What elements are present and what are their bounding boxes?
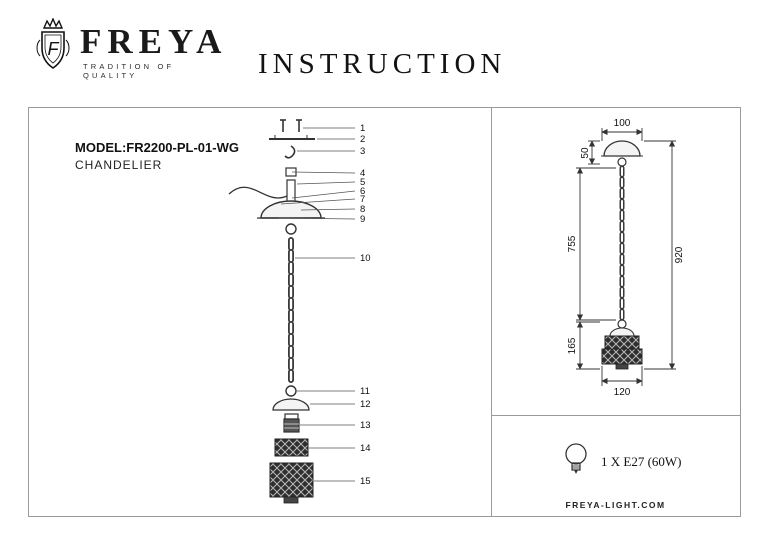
crown-icon [42,18,64,29]
power-cord [228,186,288,199]
spec-panel: 1 X E27 (60W) FREYA-LIGHT.COM [491,416,740,516]
vertical-divider [491,108,492,516]
part-hook [284,145,296,159]
callout-6: 6 [360,186,365,197]
dim-canopy-height: 50 [580,147,591,159]
dim-chain-length: 755 [567,235,578,252]
part-stem [286,179,296,203]
callout-5: 5 [360,177,365,188]
bulb-icon [565,443,587,474]
callout-14: 14 [360,443,371,454]
page-title: INSTRUCTION [258,48,507,80]
dim-total-height: 920 [674,246,685,263]
callout-13: 13 [360,420,371,431]
logo-letter: F [48,39,60,59]
exploded-diagram: 1 2 3 4 5 6 7 8 9 10 11 12 13 14 15 [228,119,371,504]
product-type: CHANDELIER [75,158,163,172]
dimension-lines [576,128,676,386]
part-cap [272,398,310,411]
part-socket [283,413,300,433]
callout-2: 2 [360,134,365,145]
callout-12: 12 [360,399,371,410]
freya-logo: F FREYA TRADITION OF QUALITY [30,16,230,80]
callout-1: 1 [360,123,365,134]
dimension-drawing: 100 50 755 165 920 120 [567,118,685,398]
callout-3: 3 [360,146,365,157]
assembled-lamp [601,140,643,370]
brand-name: FREYA [80,22,228,61]
leader-lines [278,127,356,482]
model-label: MODEL: [75,140,127,155]
callout-11: 11 [360,386,370,397]
brand-tagline: TRADITION OF QUALITY [83,62,175,80]
callout-4: 4 [360,168,365,179]
part-shade [269,462,314,504]
shield-icon: F [36,18,70,69]
part-screws [280,119,302,132]
horizontal-divider [491,415,740,416]
callout-10: 10 [360,253,371,264]
part-mounting-bar [269,135,315,140]
bulb-spec: 1 X E27 (60W) [601,454,682,469]
dim-shade-height: 165 [567,337,578,354]
dim-shade-width: 120 [614,387,631,398]
website: FREYA-LIGHT.COM [565,500,666,510]
callout-8: 8 [360,204,365,215]
model-block: MODEL:FR2200-PL-01-WG CHANDELIER [75,140,239,172]
model-value: FR2200-PL-01-WG [126,140,239,155]
callout-9: 9 [360,214,365,225]
callout-15: 15 [360,476,371,487]
part-band [274,438,309,457]
part-ring-top [285,223,297,235]
part-ring-bottom [285,385,297,397]
content-frame: MODEL:FR2200-PL-01-WG CHANDELIER [28,107,741,517]
part-canopy [260,200,322,219]
dim-top-width: 100 [614,118,631,129]
callout-7: 7 [360,194,365,205]
